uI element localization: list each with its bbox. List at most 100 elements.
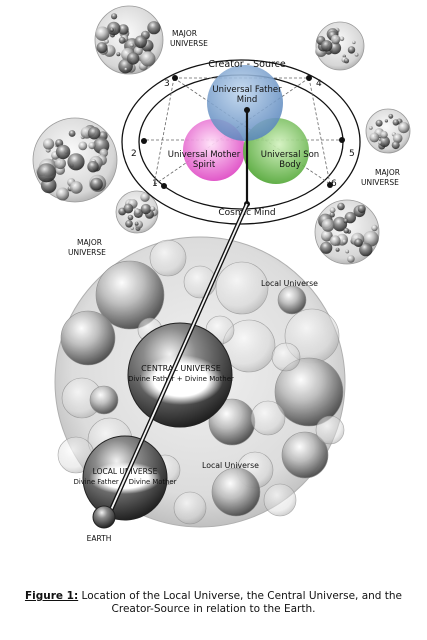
cluster-bubble: [147, 21, 161, 35]
father-label-line2: Mind: [237, 95, 257, 105]
major-universe-cluster: [94, 5, 164, 75]
cluster-bubble: [87, 161, 99, 173]
bubble: [250, 400, 286, 436]
bubble: [315, 415, 345, 445]
cluster-bubble: [67, 153, 85, 171]
cluster-bubble: [354, 238, 363, 247]
son-label-line1: Universal Son: [261, 150, 319, 160]
cluster-bubble: [343, 227, 350, 234]
cluster-bubble: [140, 203, 152, 215]
cluster-bubble: [140, 51, 156, 67]
cluster-bubble: [320, 241, 333, 254]
cluster-bubble: [54, 157, 66, 170]
earth: EARTH: [87, 505, 116, 543]
cluster-bubble: [129, 43, 134, 48]
major-universe-cluster: [315, 21, 365, 71]
cluster-bubble: [321, 40, 333, 52]
cluster-bubble: [118, 24, 129, 35]
major-universe-clusters: [32, 5, 411, 265]
cluster-bubble: [352, 40, 356, 45]
number-3: 3: [164, 79, 170, 89]
bubble: [211, 467, 261, 517]
number-1: 1: [152, 179, 158, 189]
major-universe-label-right-2: UNIVERSE: [361, 178, 399, 187]
cluster-bubble: [335, 247, 340, 252]
local-universe-label-top: Local Universe: [261, 279, 318, 288]
cluster-bubble: [321, 218, 335, 232]
cluster-bubble: [343, 58, 350, 64]
cluster-bubble: [359, 242, 373, 257]
cluster-bubble: [378, 136, 390, 148]
cluster-bubble: [107, 21, 121, 36]
son-label-line2: Body: [279, 160, 300, 170]
bubble: [274, 357, 344, 427]
cluster-bubble: [96, 42, 108, 54]
bubble: [95, 260, 165, 330]
cluster-bubble: [354, 52, 359, 57]
creator-source-diagram: 1 2 3 4 5 6 Creator - Source Universal F…: [121, 59, 361, 225]
cluster-bubble: [70, 181, 83, 194]
bubble: [281, 431, 329, 479]
cluster-bubble: [127, 214, 134, 221]
major-universe-label-right: MAJOR: [375, 168, 400, 177]
local-universe-label: LOCAL UNIVERSE: [93, 467, 158, 476]
number-6: 6: [331, 179, 337, 189]
major-universe-cluster: [115, 190, 159, 234]
cluster-bubble: [347, 46, 356, 54]
cluster-bubble: [87, 126, 101, 140]
cluster-bubble: [134, 35, 147, 49]
central-universe: CENTRAL UNIVERSE Divine Father + Divine …: [127, 322, 234, 428]
central-universe-label: CENTRAL UNIVERSE: [141, 364, 221, 373]
cluster-bubble: [321, 229, 333, 242]
mother-label-line2: Spirit: [193, 160, 216, 170]
local-universe-label-bottom: Local Universe: [202, 461, 259, 470]
cluster-bubble: [329, 207, 336, 214]
cluster-bubble: [56, 187, 70, 201]
cluster-bubble: [347, 255, 355, 263]
bubble: [60, 310, 116, 366]
cluster-bubble: [125, 220, 133, 228]
cluster-bubble: [95, 26, 110, 41]
major-universe-label-left-2: UNIVERSE: [68, 248, 106, 257]
father-circle: [207, 65, 283, 141]
cluster-bubble: [116, 52, 121, 57]
connection-tube: [108, 203, 250, 511]
cluster-bubble: [43, 138, 55, 150]
caption-text: Location of the Local Universe, the Cent…: [78, 590, 403, 615]
cluster-bubble: [384, 119, 388, 123]
bubble: [149, 239, 187, 277]
cluster-bubble: [371, 224, 378, 232]
cluster-bubble: [369, 132, 380, 143]
cluster-bubble: [118, 36, 126, 44]
cluster-bubble: [150, 206, 156, 212]
cluster-bubble: [392, 133, 403, 144]
cluster-bubble: [126, 52, 140, 65]
cluster-bubble: [363, 230, 379, 247]
cluster-bubble: [134, 209, 141, 215]
cluster-bubble: [398, 122, 410, 134]
cluster-bubble: [88, 142, 96, 150]
major-universe-label-top: MAJOR: [172, 29, 197, 38]
major-universe-label-left: MAJOR: [77, 238, 102, 247]
cluster-bubble: [378, 140, 382, 145]
creator-source-label: Creator - Source: [208, 59, 286, 70]
cluster-bubble: [375, 119, 383, 127]
bubble: [89, 385, 119, 415]
cluster-bubble: [343, 218, 349, 224]
cluster-bubble: [140, 192, 150, 202]
cluster-bubble: [55, 144, 71, 160]
cluster-bubble: [90, 177, 103, 191]
cluster-bubble: [380, 130, 388, 139]
cluster-bubble: [37, 163, 57, 183]
cosmic-mind-label: Cosmic Mind: [218, 208, 275, 218]
cluster-bubble: [109, 27, 114, 32]
cluster-bubble: [124, 67, 128, 71]
figure-caption: Figure 1: Location of the Local Universe…: [20, 590, 407, 616]
cluster-bubble: [104, 39, 109, 44]
cluster-bubble: [134, 221, 139, 226]
central-universe-sublabel: Divine Father + Divine Mother: [128, 375, 234, 383]
cluster-bubble: [339, 36, 345, 42]
major-universe-cluster: [365, 108, 411, 154]
cluster-bubble: [130, 226, 134, 230]
cluster-bubble: [392, 119, 399, 126]
